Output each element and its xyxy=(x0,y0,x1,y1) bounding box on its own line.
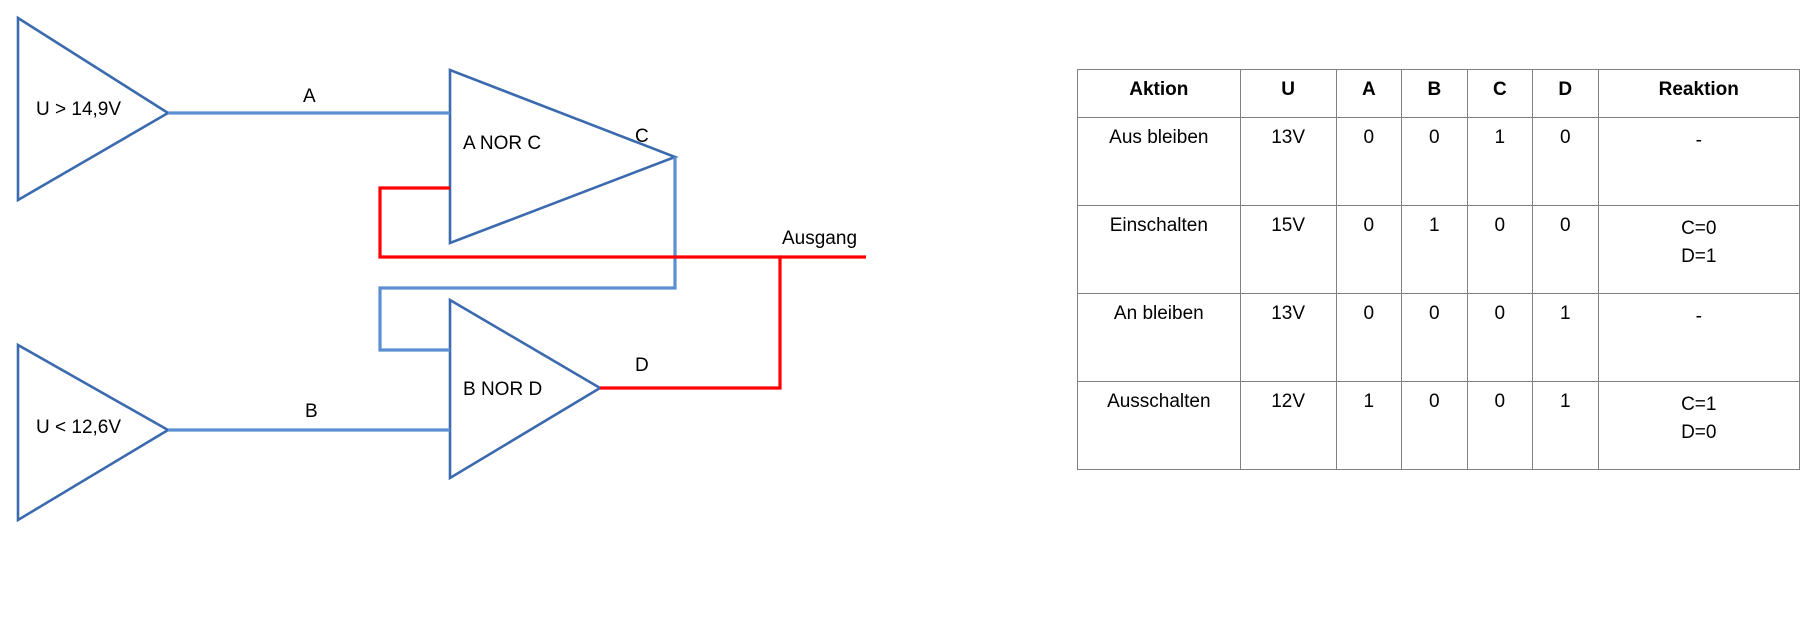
column-header-aktion: Aktion xyxy=(1077,69,1241,118)
column-header-reaktion: Reaktion xyxy=(1597,69,1800,118)
table-row: Ausschalten 12V 1 0 0 1 C=1 D=0 xyxy=(1077,381,1800,470)
gate-b-nor-d-shape xyxy=(448,297,603,481)
signal-label-a: A xyxy=(303,86,316,107)
cell-reaktion: C=0 D=1 xyxy=(1597,205,1800,294)
wire-c-feedback xyxy=(378,157,677,352)
column-header-u: U xyxy=(1239,69,1337,118)
output-label-ausgang: Ausgang xyxy=(782,228,858,249)
cell-d: 0 xyxy=(1532,205,1599,294)
wire-d-feedback xyxy=(378,186,782,390)
action-table-wrapper: Aktion U A B C D Reaktion Aus bleiben 13… xyxy=(1077,69,1800,470)
gate-b-nor-d-label: B NOR D xyxy=(463,379,543,400)
column-header-b: B xyxy=(1401,69,1468,118)
reaktion-line: - xyxy=(1695,130,1702,151)
comparator-lower-shape xyxy=(16,342,171,523)
signal-label-c: C xyxy=(635,126,649,147)
cell-c: 1 xyxy=(1466,117,1534,206)
cell-d: 0 xyxy=(1532,117,1599,206)
reaktion-line: - xyxy=(1695,306,1702,327)
table-row: Einschalten 15V 0 1 0 0 C=0 D=1 xyxy=(1077,205,1800,294)
cell-a: 0 xyxy=(1335,117,1403,206)
cell-b: 0 xyxy=(1401,117,1468,206)
signal-label-b: B xyxy=(305,401,318,422)
signal-label-d: D xyxy=(635,355,649,376)
cell-c: 0 xyxy=(1466,205,1534,294)
table-row: Aus bleiben 13V 0 0 1 0 - xyxy=(1077,117,1800,206)
cell-u: 13V xyxy=(1239,117,1337,206)
reaktion-line: C=1 xyxy=(1681,394,1717,415)
cell-u: 13V xyxy=(1239,293,1337,382)
cell-reaktion: - xyxy=(1597,293,1800,382)
reaktion-line: D=1 xyxy=(1681,245,1717,267)
comparator-upper-label: U > 14,9V xyxy=(36,99,122,120)
comparator-lower-label: U < 12,6V xyxy=(36,417,122,438)
cell-d: 1 xyxy=(1532,381,1599,470)
table-row: An bleiben 13V 0 0 0 1 - xyxy=(1077,293,1800,382)
cell-b: 0 xyxy=(1401,293,1468,382)
action-table: Aktion U A B C D Reaktion Aus bleiben 13… xyxy=(1077,69,1800,470)
cell-c: 0 xyxy=(1466,381,1534,470)
cell-aktion: Einschalten xyxy=(1077,205,1241,294)
cell-aktion: An bleiben xyxy=(1077,293,1241,382)
cell-a: 0 xyxy=(1335,293,1403,382)
table-header-row: Aktion U A B C D Reaktion xyxy=(1077,69,1800,118)
column-header-c: C xyxy=(1466,69,1534,118)
reaktion-line: D=0 xyxy=(1681,421,1717,443)
column-header-a: A xyxy=(1335,69,1403,118)
column-header-d: D xyxy=(1532,69,1599,118)
cell-b: 0 xyxy=(1401,381,1468,470)
cell-u: 12V xyxy=(1239,381,1337,470)
cell-a: 0 xyxy=(1335,205,1403,294)
cell-u: 15V xyxy=(1239,205,1337,294)
cell-c: 0 xyxy=(1466,293,1534,382)
cell-a: 1 xyxy=(1335,381,1403,470)
comparator-upper-shape xyxy=(16,15,171,203)
cell-aktion: Ausschalten xyxy=(1077,381,1241,470)
cell-b: 1 xyxy=(1401,205,1468,294)
cell-d: 1 xyxy=(1532,293,1599,382)
gate-a-nor-c-shape xyxy=(448,68,679,245)
cell-reaktion: C=1 D=0 xyxy=(1597,381,1800,470)
reaktion-line: C=0 xyxy=(1681,218,1717,239)
gate-a-nor-c-label: A NOR C xyxy=(463,133,542,154)
cell-aktion: Aus bleiben xyxy=(1077,117,1241,206)
logic-schematic xyxy=(16,15,866,523)
cell-reaktion: - xyxy=(1597,117,1800,206)
